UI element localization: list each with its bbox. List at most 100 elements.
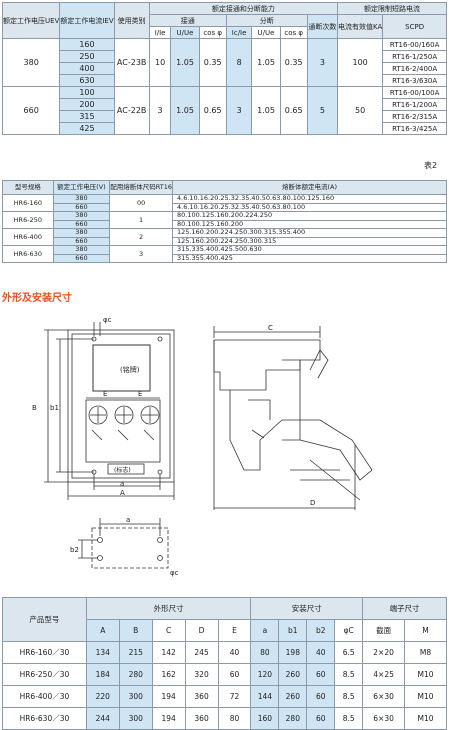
dim-E-right: E (138, 390, 142, 398)
cell-uev: 380 (1, 38, 61, 87)
dimensions-table: 产品型号 外形尺寸 安装尺寸 端子尺寸 A B C D E a b1 b2 φC… (2, 597, 447, 730)
front-view (44, 322, 175, 500)
cell: 300 (118, 707, 153, 730)
cell-iev: 315 (59, 110, 115, 123)
dim-C: C (268, 324, 273, 332)
sub-header: a (250, 619, 280, 642)
cell-size: 2 (109, 228, 173, 246)
cell-category: AC-23B (113, 38, 150, 87)
cell-make-i: 10 (148, 38, 172, 87)
cell: 72 (217, 685, 252, 708)
cell-break-cos: 0.35 (279, 38, 308, 87)
cell: 142 (151, 641, 186, 664)
cell-volt: 660 (52, 202, 111, 212)
header-iev: 额定工作电流IEV (59, 2, 115, 39)
sub-header: cos φ (198, 26, 227, 39)
header-ops: 通断次数 (306, 14, 339, 39)
cell: 8.5 (334, 707, 364, 730)
header-make: 接通 (148, 14, 227, 27)
cell: 60 (306, 685, 336, 708)
cell-iev: 400 (59, 62, 115, 75)
cell-make-i: 3 (148, 86, 172, 135)
dim-a: a (120, 480, 124, 488)
header-category: 使用类别 (113, 2, 150, 39)
cell-currents: 80.100.125.160.200.224.250 (172, 211, 447, 221)
cell-currents: 125.160.200.224.250.300.315.355.400 (172, 228, 447, 238)
header-ka: 电流有效值KA (336, 14, 384, 39)
cell-model: HR6-630 (2, 245, 54, 263)
cell: 6×30 (362, 685, 406, 708)
cell: 80 (217, 707, 252, 730)
cell: 300 (118, 685, 153, 708)
section-title: 外形及安装尺寸 (2, 293, 72, 304)
cell: 160 (250, 707, 280, 730)
header-scpd-group: 额定限制短路电流 (337, 2, 447, 15)
dim-b1: b1 (50, 404, 59, 412)
cell-make-cos: 0.35 (198, 38, 227, 87)
cell-break-cos: 0.65 (279, 86, 308, 135)
cell-currents: 4.6.10.16.20.25.32.35.40.50.63.80.100 (172, 202, 447, 212)
cell-model: HR6-160／30 (2, 641, 87, 664)
cell-iev: 250 (59, 50, 115, 63)
cell: 280 (278, 707, 308, 730)
nameplate-label: (铭牌) (120, 365, 140, 374)
cell: 6.5 (334, 641, 364, 664)
cell: 194 (151, 685, 186, 708)
dim-D: D (310, 499, 315, 507)
cell-currents: 125.160.200.224.250.300.315 (172, 236, 447, 246)
header-break: 分断 (225, 14, 308, 27)
cell: 134 (85, 641, 120, 664)
cell-model: HR6-250 (2, 211, 54, 229)
cell-volt: 380 (52, 245, 111, 255)
cell-scpd: RT16-2/400A (382, 62, 447, 75)
cell: 40 (306, 641, 336, 664)
cell-iev: 160 (59, 38, 115, 51)
cell-scpd: RT16-1/200A (382, 98, 447, 111)
sub-header: C (151, 619, 186, 642)
sub-header: φC (334, 619, 364, 642)
cell: 320 (184, 663, 219, 686)
cell: M10 (404, 663, 447, 686)
cell: 60 (217, 663, 252, 686)
cell-scpd: RT16-1/250A (382, 50, 447, 63)
cell: 80 (250, 641, 280, 664)
cell: 6×30 (362, 707, 406, 730)
mounting-pattern (78, 518, 169, 569)
cell-make-u: 1.05 (170, 86, 200, 135)
cell: 198 (278, 641, 308, 664)
dim-phi-c: φc (103, 316, 112, 324)
cell-make-cos: 0.65 (198, 86, 227, 135)
cell: 60 (306, 707, 336, 730)
cell: 60 (306, 663, 336, 686)
cell-model: HR6-400 (2, 228, 54, 246)
cell-currents: 4.6.10.16.20.25.32.35.40.50.63.80.100.12… (172, 194, 447, 204)
sub-header: E (217, 619, 252, 642)
cell-volt: 380 (52, 194, 111, 204)
cell-break-i: 8 (225, 38, 253, 87)
rated-capacity-table: 额定工作电压UEV 额定工作电流IEV 使用类别 额定接通和分断能力 额定限制短… (1, 2, 447, 135)
cell: 2×20 (362, 641, 406, 664)
dim-B: B (32, 404, 37, 412)
fuse-rating-table: 型号规格 额定工作电压(V) 配用熔断体尺码RT16 熔断体额定电流(A) HR… (2, 180, 447, 263)
header-voltage: 额定工作电压(V) (52, 180, 111, 195)
cell: 244 (85, 707, 120, 730)
header-scpd: SCPD (382, 14, 447, 39)
cell-size: 1 (109, 211, 173, 229)
cell-iev: 100 (59, 86, 115, 99)
cell: 220 (85, 685, 120, 708)
cell-scpd: RT16-00/100A (382, 86, 447, 99)
cell-model: HR6-630／30 (2, 707, 87, 730)
cell-ka: 100 (336, 38, 384, 87)
cell: 8.5 (334, 663, 364, 686)
cell-volt: 660 (52, 219, 111, 229)
sub-header: A (85, 619, 120, 642)
cell-scpd: RT16-00/160A (382, 38, 447, 51)
cell-volt: 380 (52, 211, 111, 221)
cell-iev: 630 (59, 74, 115, 87)
side-view (213, 326, 373, 510)
sub-header: U/Ue (170, 26, 200, 39)
cell-category: AC-22B (113, 86, 150, 135)
cell-ops: 3 (306, 38, 339, 87)
sign-label: (标志) (114, 466, 131, 474)
cell: 8.5 (334, 685, 364, 708)
